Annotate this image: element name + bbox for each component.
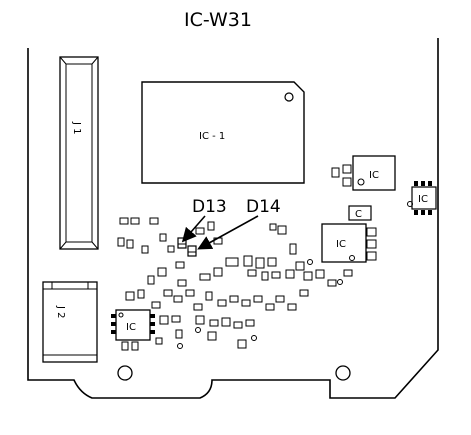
smd-component [117,237,125,247]
ic-far-right-label: IC [418,194,428,205]
mount-hole [335,365,351,381]
smd-component [163,289,173,297]
smd-component [225,257,239,267]
smd-component [125,291,135,301]
ic-lower-left [111,309,155,351]
smd-component [175,329,183,339]
via-pad [337,279,343,285]
c-box [348,205,372,221]
smd-component [141,245,149,254]
smd-component [217,299,227,307]
d13-arrow [181,215,206,243]
via-pad [307,259,313,265]
smd-component [171,315,181,323]
d14-arrow [197,215,259,250]
j1-label: J 1 [71,121,82,135]
smd-component [149,217,159,225]
d14-label: D14 [246,197,281,217]
smd-component [193,303,203,311]
smd-component [157,267,167,277]
mount-hole [117,365,133,381]
smd-component [126,239,134,249]
smd-component [269,223,277,231]
ic-middle-right-label: IC [336,239,346,250]
smd-component [167,245,175,253]
connector-j1 [59,56,99,250]
d13-label: D13 [192,197,227,217]
smd-component [237,339,247,349]
smd-component [267,257,277,267]
c-box-label: C [355,209,362,220]
via-pad [195,327,201,333]
ic-lower-left-label: IC [126,322,136,333]
smd-component [287,303,297,311]
smd-component [277,225,287,235]
smd-component [221,317,231,327]
smd-component [327,279,337,287]
smd-component [155,337,163,345]
diagram-title: IC-W31 [184,9,252,31]
smd-component [151,301,161,309]
smd-component [299,289,309,297]
smd-component [285,269,295,279]
board-outline [27,38,439,399]
smd-component [343,269,353,277]
diode-d14 [187,245,197,257]
smd-component [243,255,253,267]
smd-component [195,227,205,235]
smd-component [177,279,187,287]
smd-component [205,291,213,301]
smd-component [253,295,263,303]
smd-component [195,315,205,325]
smd-component [247,269,257,277]
smd-component [159,233,167,242]
smd-component [130,217,140,225]
smd-component [241,299,251,307]
ic-far-right [407,181,437,215]
smd-component [199,273,211,281]
smd-component [261,271,269,281]
smd-component [207,331,217,341]
smd-component [245,319,255,327]
smd-component [185,289,195,297]
smd-component [289,243,297,255]
ic-1-pin1-mark [284,92,294,102]
ic-1-package [141,81,305,184]
smd-components [117,217,353,349]
smd-component [303,271,313,281]
smd-component [147,275,155,285]
ic-upper-right-label: IC [369,170,379,181]
smd-component [275,295,285,303]
smd-component [315,269,325,279]
smd-component [175,261,185,269]
via-pad [251,335,257,341]
smd-component [295,261,305,271]
ic-1-label: IC - 1 [199,131,225,142]
smd-component [233,321,243,329]
smd-component [229,295,239,303]
smd-component [173,295,183,303]
smd-component [271,271,281,279]
smd-component [209,319,219,327]
smd-component [207,221,215,231]
smd-component [213,267,223,277]
smd-component [137,289,145,299]
j2-label: J 2 [55,305,66,319]
ic-middle-right [321,223,377,263]
smd-component [159,315,169,325]
ic-upper-right [331,155,396,191]
via-pad [177,343,183,349]
smd-component [265,303,275,311]
smd-component [255,257,265,269]
smd-component [119,217,129,225]
connector-j2 [42,281,98,363]
